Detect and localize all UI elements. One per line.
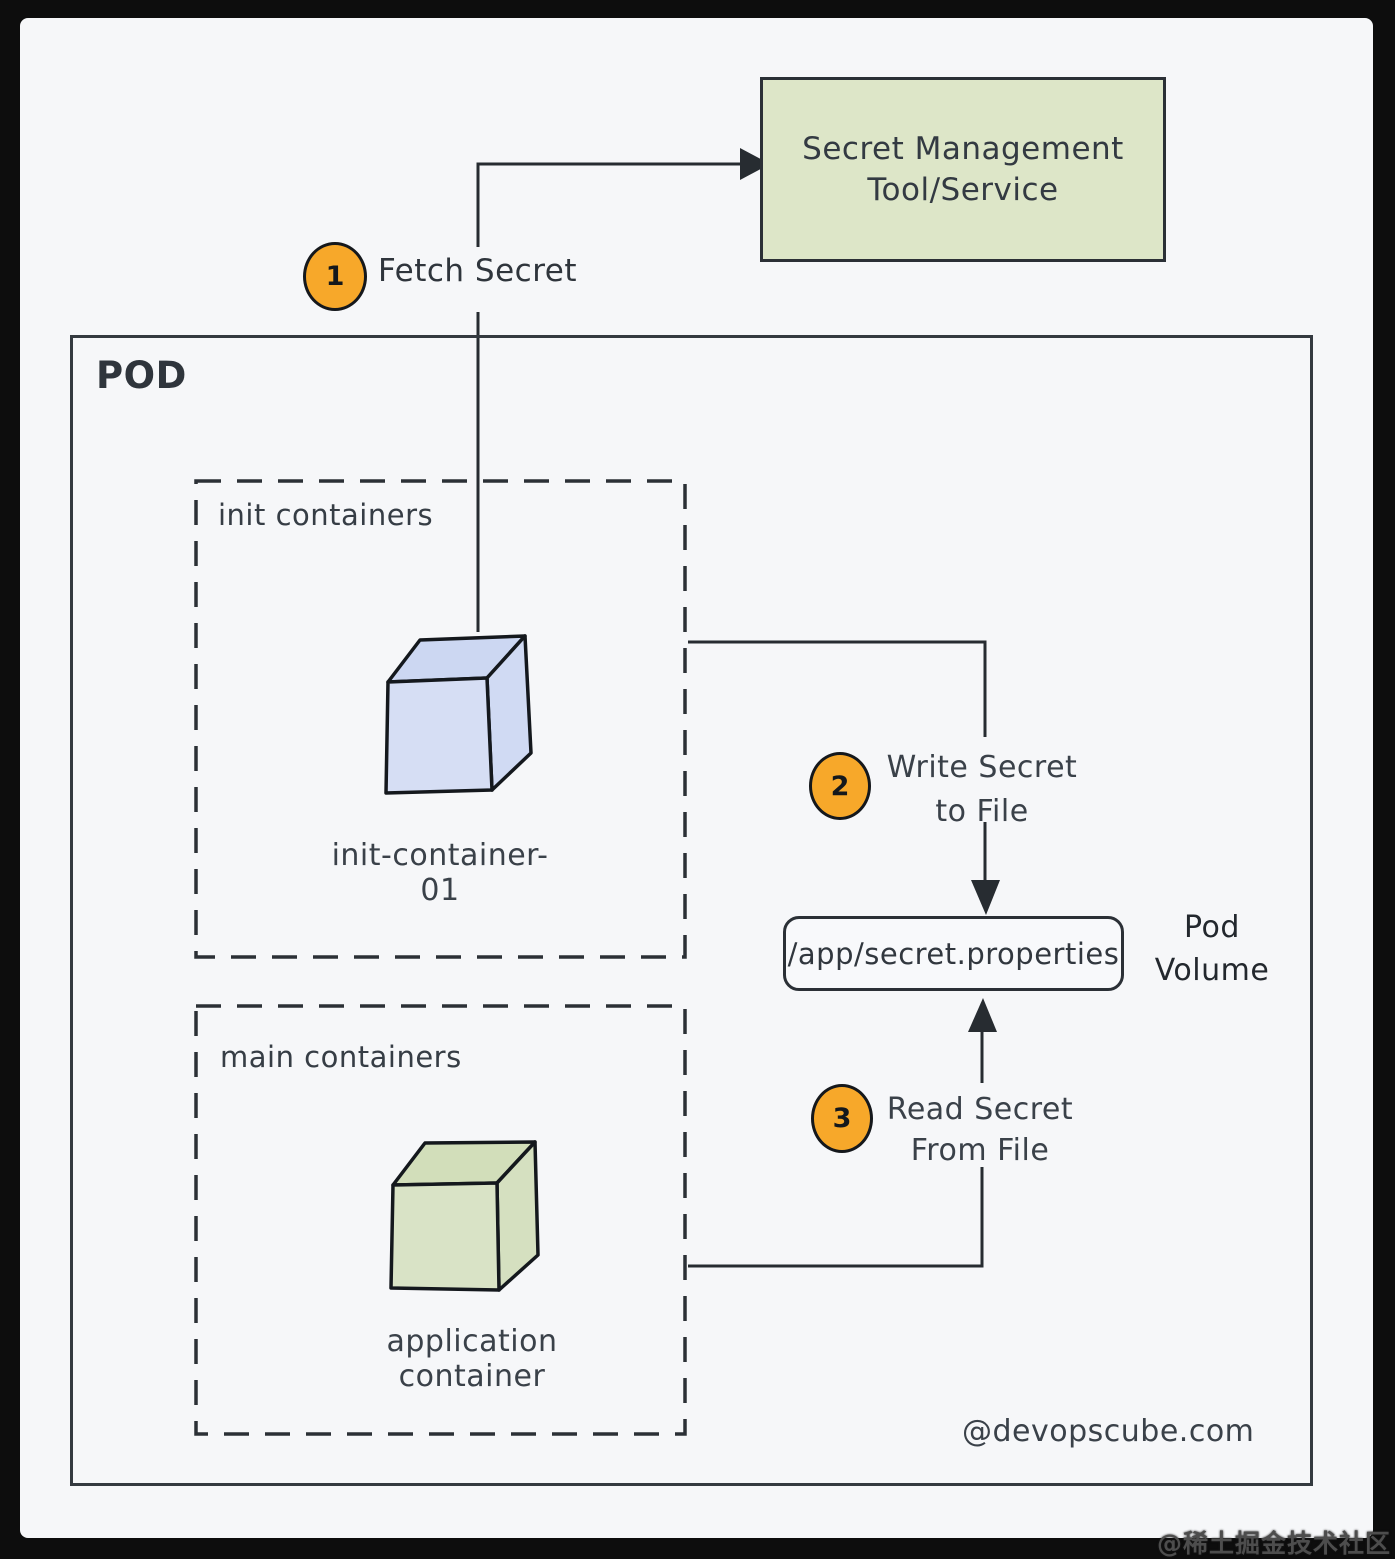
init-containers-label: init containers <box>218 498 434 532</box>
write-secret-label: Write Secret to File <box>852 746 1112 834</box>
secret-properties-path: /app/secret.properties <box>787 936 1120 971</box>
secret-management-tool-box: Secret Management Tool/Service <box>760 77 1166 262</box>
step-1-badge: 1 <box>303 242 367 311</box>
diagram-canvas <box>20 18 1373 1538</box>
secret-properties-file-box: /app/secret.properties <box>783 916 1124 991</box>
init-containers-dashed-box <box>194 479 687 959</box>
secret-tool-label-line1: Secret Management <box>802 130 1124 167</box>
site-watermark: @稀土掘金技术社区 <box>1156 1529 1391 1558</box>
main-containers-label: main containers <box>220 1040 462 1074</box>
read-secret-arrowhead-icon <box>968 998 997 1032</box>
write-secret-label-line1: Write Secret <box>886 750 1078 785</box>
pod-volume-label-line1: Pod <box>1184 910 1240 945</box>
read-secret-label-line1: Read Secret <box>886 1092 1074 1127</box>
pod-volume-label-line2: Volume <box>1154 953 1270 988</box>
pod-boundary-box <box>70 335 1313 1486</box>
read-secret-label-line2: From File <box>910 1133 1050 1168</box>
write-secret-arrowhead-icon <box>971 880 1000 915</box>
write-secret-connector-line <box>688 640 987 884</box>
step-2-badge: 2 <box>809 752 871 820</box>
devopscube-credit: @devopscube.com <box>962 1414 1255 1449</box>
pod-volume-label: Pod Volume <box>1142 906 1282 992</box>
step-3-badge: 3 <box>811 1084 873 1153</box>
main-containers-dashed-box <box>194 1004 687 1436</box>
fetch-secret-label: Fetch Secret <box>378 253 577 289</box>
read-secret-connector-line <box>688 1029 984 1268</box>
fetch-secret-connector-line <box>476 162 742 632</box>
write-secret-label-line2: to File <box>935 794 1029 829</box>
secret-tool-label-line2: Tool/Service <box>867 171 1059 208</box>
fetch-secret-arrowhead-icon <box>740 148 770 180</box>
init-container-cube-icon <box>384 634 533 795</box>
application-container-name-label: application container <box>386 1324 558 1394</box>
pod-label: POD <box>96 354 187 397</box>
read-secret-label: Read Secret From File <box>850 1089 1110 1171</box>
application-container-cube-icon <box>389 1140 540 1292</box>
init-container-name-label: init-container-01 <box>331 838 549 908</box>
